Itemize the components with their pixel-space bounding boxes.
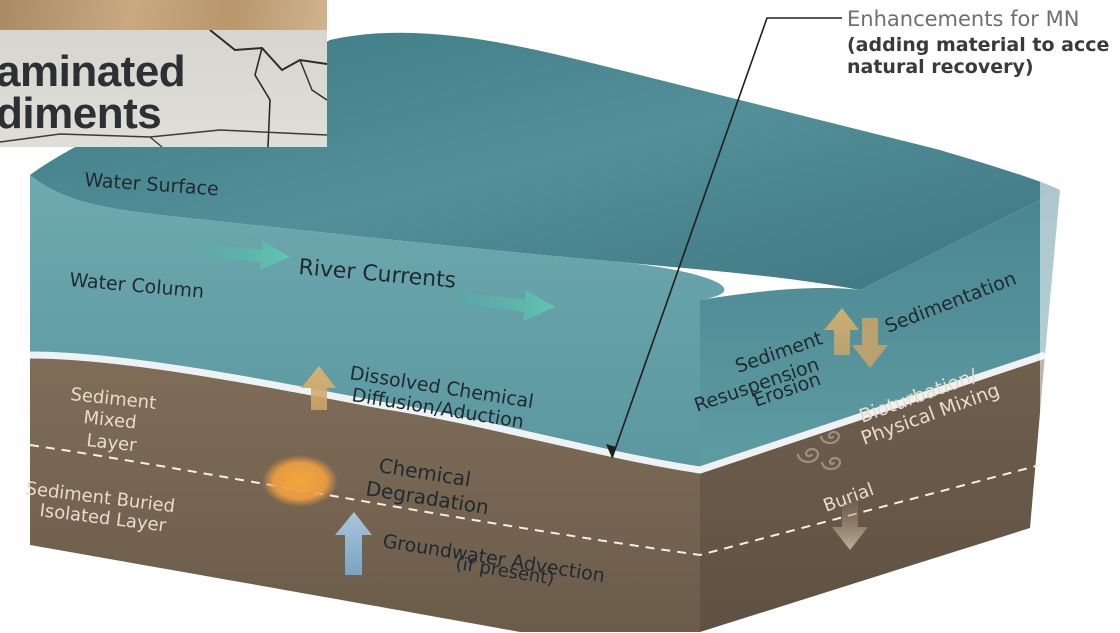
water-side-face [700, 190, 1060, 470]
arrow-down-icon [606, 444, 616, 458]
arrow-right-icon [453, 290, 555, 321]
inset-title-line2: diments [0, 89, 162, 138]
callout-title: Enhancements for MN [847, 7, 1080, 31]
sediment-front-face [30, 355, 700, 632]
mixed-layer-boundary [29, 444, 1041, 557]
sediment-surface-line [29, 351, 1047, 474]
sediment-side-face [700, 355, 1045, 632]
arrow-up-icon [301, 366, 336, 410]
callout-leader-line [611, 17, 842, 459]
sand-texture [0, 0, 327, 30]
arrow-up-icon [335, 512, 372, 575]
arrow-down-icon [832, 494, 868, 550]
inset-photo: aminated diments [0, 0, 327, 147]
swirl-icon [796, 430, 842, 471]
arrow-right-icon [193, 241, 290, 270]
cracked-mud-texture [0, 30, 327, 147]
callout-subtitle-line1: (adding material to acce [847, 34, 1110, 56]
callout-subtitle: (adding material to acce natural recover… [847, 34, 1109, 78]
arrow-down-icon [852, 318, 888, 368]
inset-title-line1: aminated [0, 47, 186, 96]
arrow-up-icon [824, 308, 859, 355]
degradation-blob [262, 455, 338, 507]
callout-subtitle-line2: natural recovery) [847, 56, 1034, 78]
